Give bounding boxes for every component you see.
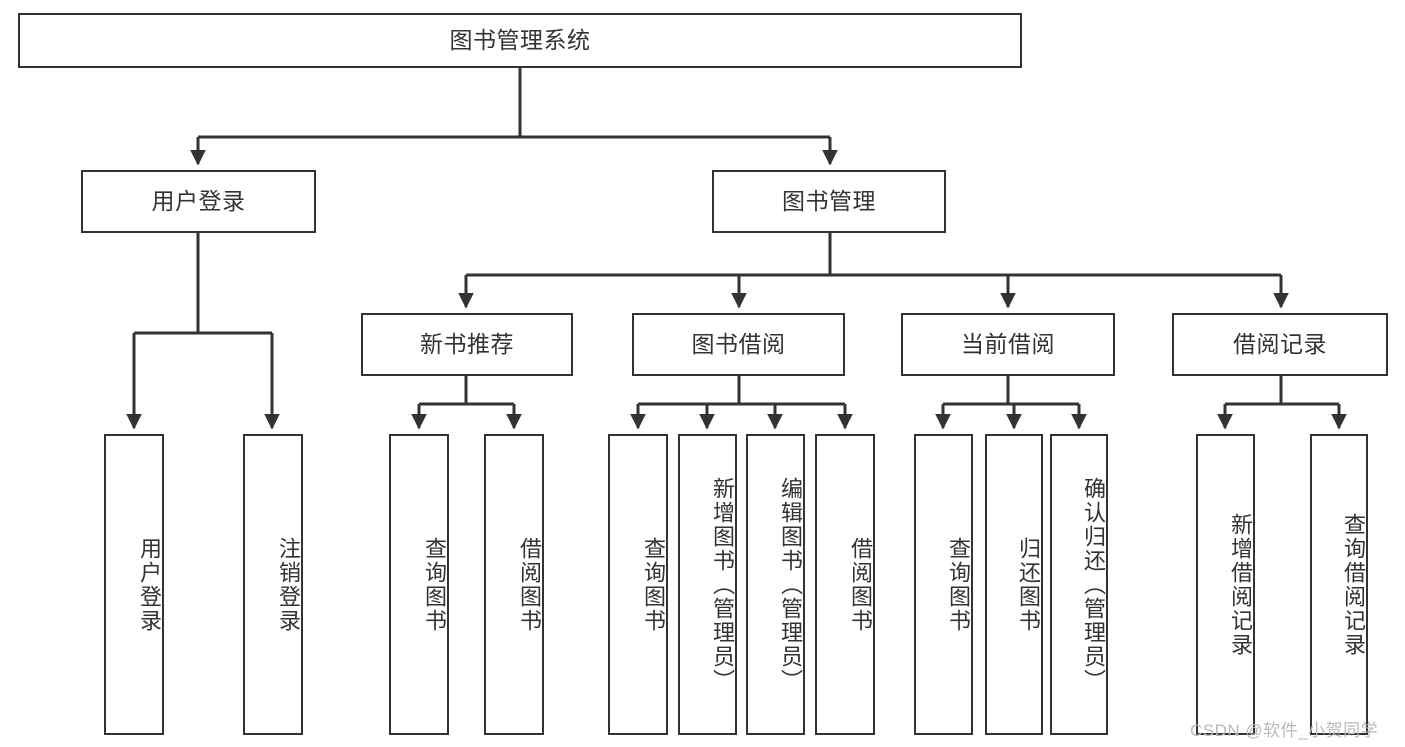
leaf-add-record-label: 新增借阅记录 (1228, 512, 1253, 657)
leaf-logout-login-label: 注销登录 (276, 536, 301, 633)
node-new-book-rec[interactable]: 新书推荐 (361, 313, 573, 376)
node-current-borrow[interactable]: 当前借阅 (901, 313, 1115, 376)
leaf-borrow-book-2-label: 借阅图书 (848, 536, 873, 633)
node-book-manage-label: 图书管理 (782, 187, 876, 214)
csdn-watermark: CSDN @软件_小贺同学 (1190, 721, 1379, 740)
leaf-logout-login[interactable]: 注销登录 (243, 434, 303, 735)
leaf-query-book-3[interactable]: 查询图书 (914, 434, 973, 735)
node-root[interactable]: 图书管理系统 (18, 13, 1022, 68)
leaf-add-record[interactable]: 新增借阅记录 (1196, 434, 1255, 735)
leaf-confirm-return[interactable]: 确认归还（管理员） (1050, 434, 1108, 735)
leaf-borrow-book-2[interactable]: 借阅图书 (815, 434, 875, 735)
leaf-edit-book[interactable]: 编辑图书（管理员） (746, 434, 805, 735)
node-current-borrow-label: 当前借阅 (961, 330, 1055, 357)
leaf-return-book-label: 归还图书 (1016, 536, 1041, 633)
node-book-manage[interactable]: 图书管理 (712, 170, 946, 233)
leaf-borrow-book-1[interactable]: 借阅图书 (484, 434, 544, 735)
node-borrow-record[interactable]: 借阅记录 (1172, 313, 1388, 376)
leaf-add-book[interactable]: 新增图书（管理员） (678, 434, 737, 735)
leaf-query-book-2-label: 查询图书 (641, 536, 666, 633)
leaf-borrow-book-1-label: 借阅图书 (517, 536, 542, 633)
leaf-user-login[interactable]: 用户登录 (104, 434, 164, 735)
leaf-query-book-2[interactable]: 查询图书 (608, 434, 668, 735)
node-root-label: 图书管理系统 (449, 26, 591, 53)
node-user-login-label: 用户登录 (151, 187, 246, 214)
leaf-user-login-label: 用户登录 (137, 536, 162, 633)
leaf-query-record[interactable]: 查询借阅记录 (1310, 434, 1368, 735)
leaf-edit-book-label: 编辑图书（管理员） (778, 476, 803, 693)
node-new-book-rec-label: 新书推荐 (420, 330, 514, 357)
node-borrow-record-label: 借阅记录 (1233, 330, 1327, 357)
leaf-add-book-label: 新增图书（管理员） (710, 476, 735, 693)
leaf-query-record-label: 查询借阅记录 (1341, 512, 1366, 657)
leaf-return-book[interactable]: 归还图书 (985, 434, 1043, 735)
leaf-query-book-3-label: 查询图书 (946, 536, 971, 633)
node-user-login[interactable]: 用户登录 (81, 170, 316, 233)
leaf-query-book-1[interactable]: 查询图书 (389, 434, 449, 735)
node-book-borrow[interactable]: 图书借阅 (632, 313, 845, 376)
leaf-confirm-return-label: 确认归还（管理员） (1081, 476, 1106, 693)
leaf-query-book-1-label: 查询图书 (422, 536, 447, 633)
node-book-borrow-label: 图书借阅 (691, 330, 786, 357)
